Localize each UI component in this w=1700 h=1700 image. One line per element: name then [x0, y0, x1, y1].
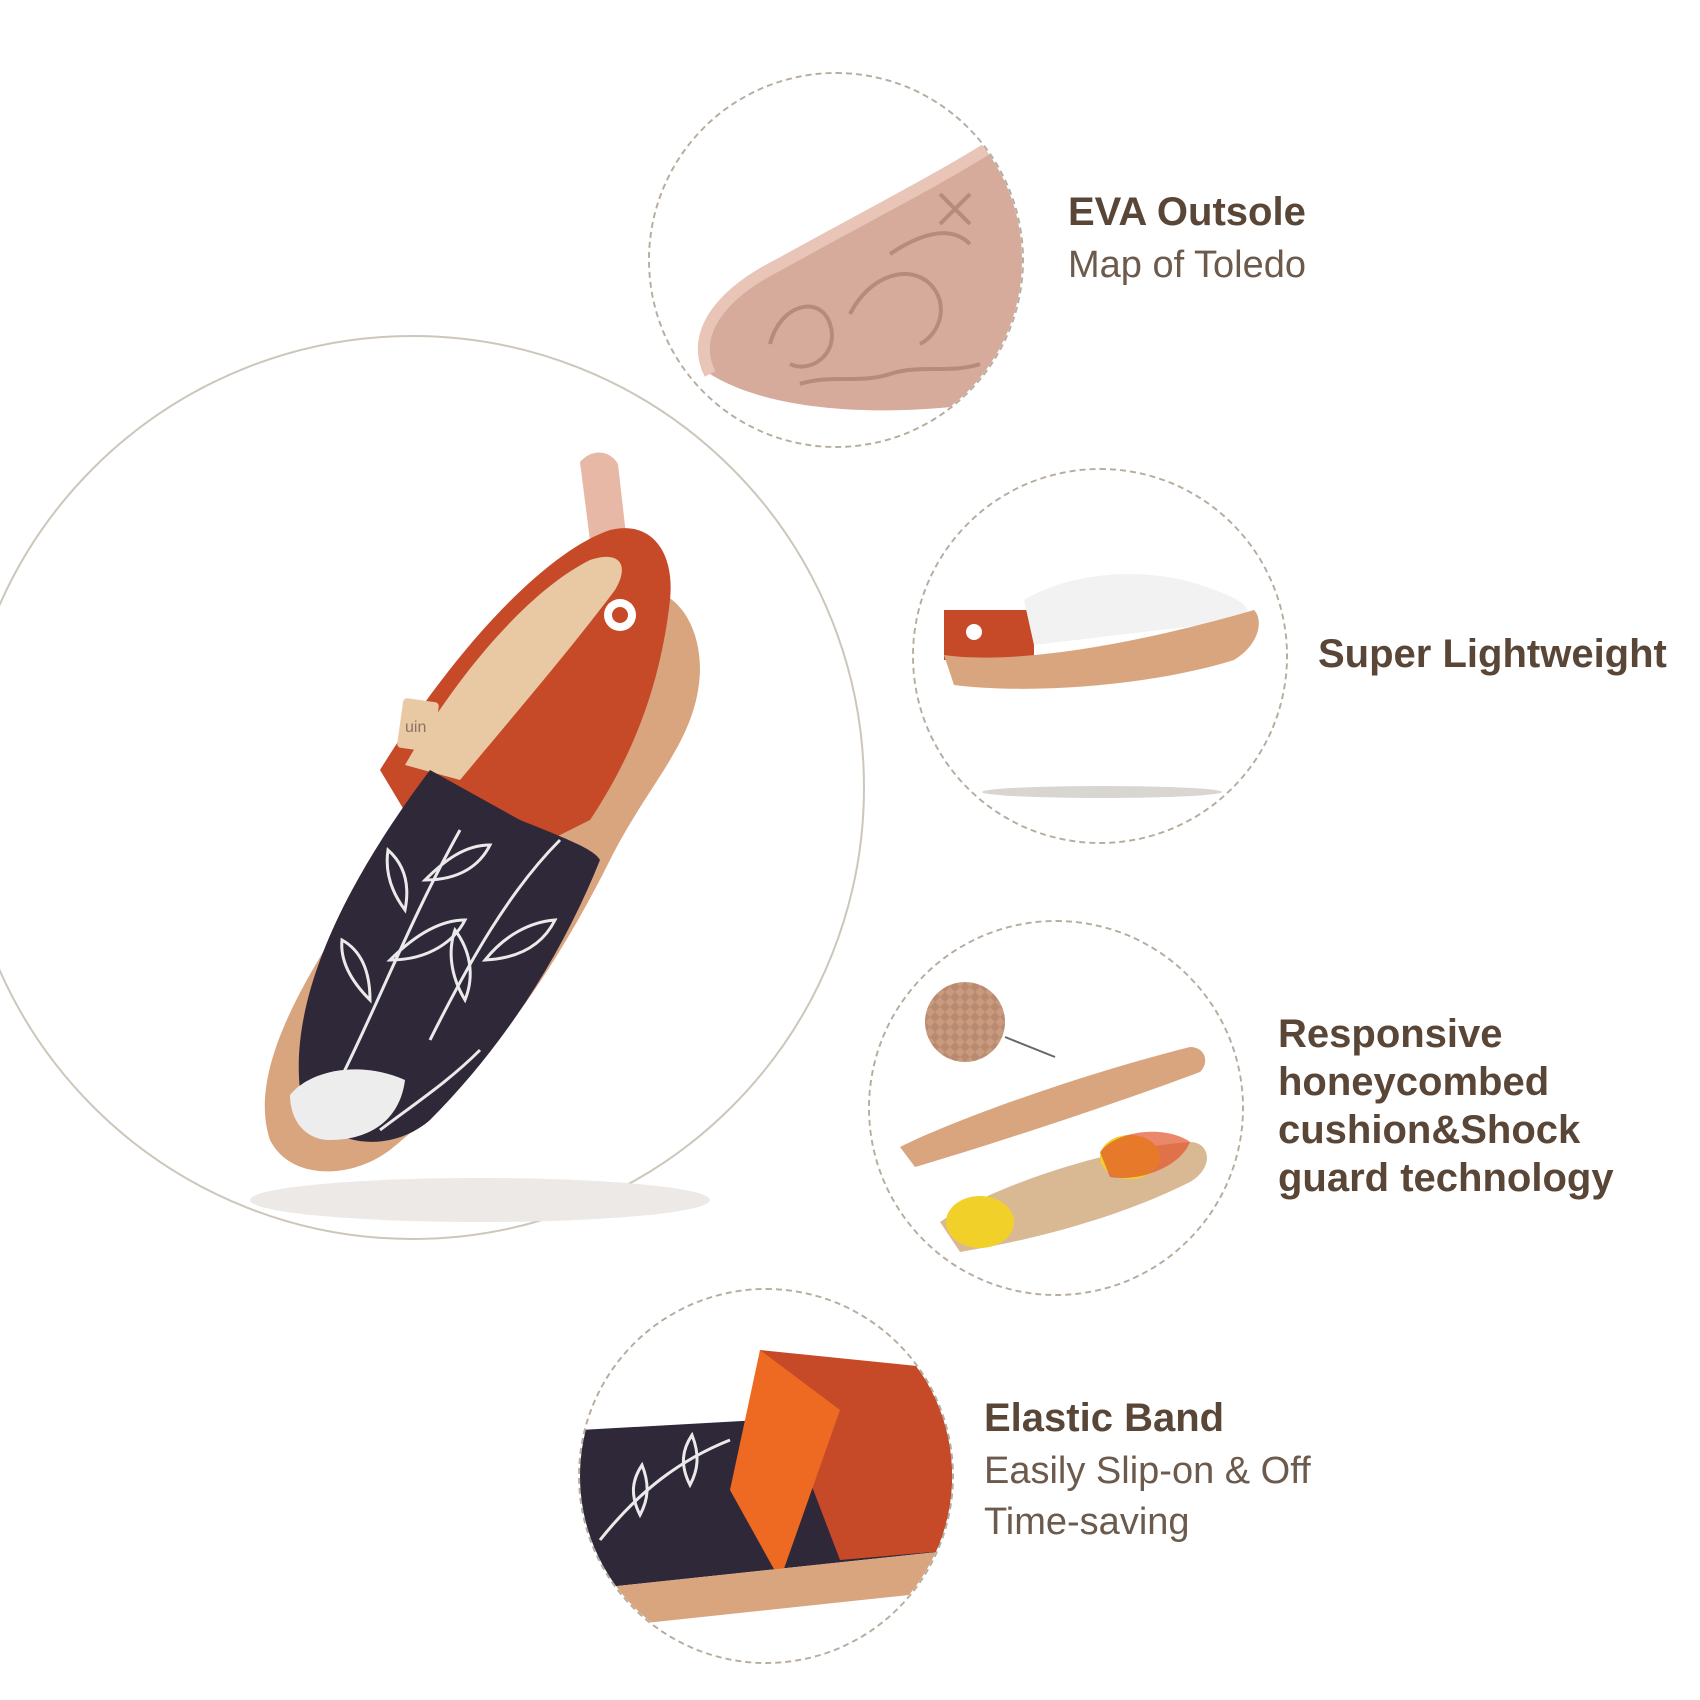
tongue-label: uin [405, 719, 426, 736]
feature-title-eva-outsole: EVA Outsole [1068, 190, 1306, 234]
elastic-band-circle [578, 1288, 954, 1664]
feature-title-cushion-shock: cushion&Shock [1278, 1108, 1581, 1152]
feature-sub-map-of-toledo: Map of Toledo [1068, 244, 1307, 286]
eva-outsole-circle [648, 72, 1024, 448]
main-shoe-illustration: uin [250, 452, 710, 1222]
feature-title-elastic-band: Elastic Band [984, 1396, 1225, 1440]
feature-sub-time-saving: Time-saving [984, 1501, 1190, 1544]
feature-sub-slip-on: Easily Slip-on & Off [984, 1450, 1311, 1492]
feature-title-honeycombed: honeycombed [1278, 1060, 1550, 1104]
honeycomb-circle [868, 920, 1244, 1296]
feature-title-responsive: Responsive [1278, 1012, 1503, 1056]
lightweight-shoe-image [914, 470, 1286, 842]
feature-title-guard-technology: guard technology [1278, 1156, 1614, 1200]
elastic-band-image [580, 1290, 952, 1662]
lightweight-circle [912, 468, 1288, 844]
main-shoe-circle [0, 335, 865, 1240]
outsole-image [650, 74, 1022, 446]
feature-title-super-lightweight: Super Lightweight [1318, 632, 1667, 676]
insole-image [870, 922, 1242, 1294]
